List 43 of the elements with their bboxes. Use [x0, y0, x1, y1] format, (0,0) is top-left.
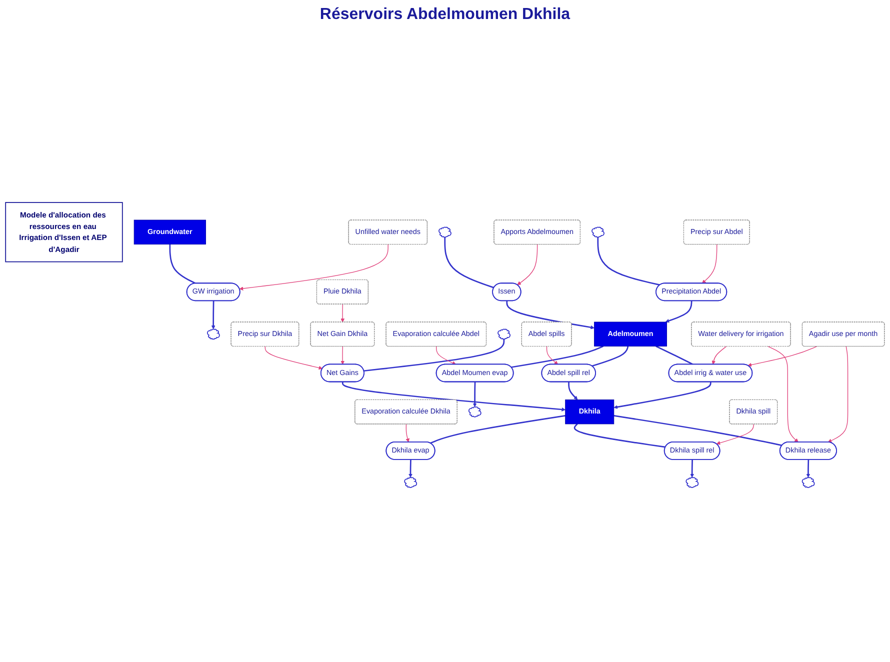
connector	[364, 339, 505, 372]
arrow	[408, 460, 412, 478]
node-cloud	[498, 328, 510, 340]
node-cloud	[686, 477, 699, 488]
arrow	[472, 382, 477, 408]
arrow	[506, 300, 594, 330]
arrow	[568, 382, 578, 400]
arrow	[716, 424, 754, 445]
connector	[574, 424, 666, 448]
connector	[597, 237, 660, 286]
node-cloud	[206, 328, 220, 340]
arrow	[517, 244, 538, 286]
connector	[444, 237, 494, 288]
arrow	[712, 346, 727, 365]
arrow	[340, 346, 345, 365]
arrow	[702, 244, 718, 284]
arrow	[546, 346, 558, 365]
connector	[592, 346, 629, 367]
connector	[430, 414, 566, 444]
connector	[614, 415, 782, 446]
arrow	[748, 346, 818, 367]
arrow	[211, 300, 216, 330]
node-cloud	[592, 226, 604, 238]
arrow	[690, 460, 694, 478]
arrow	[436, 346, 456, 365]
arrow	[768, 346, 798, 442]
node-cloud	[438, 226, 452, 238]
arrow	[264, 346, 323, 370]
diagram-title: Réservoirs Abdelmoumen Dkhila	[320, 6, 570, 24]
arrow	[342, 382, 566, 412]
arrow	[340, 304, 345, 322]
arrow	[665, 300, 692, 323]
connector	[169, 244, 196, 284]
arrow	[614, 382, 712, 409]
node-cloud	[802, 477, 815, 488]
node-cloud	[404, 477, 418, 488]
connector	[511, 346, 604, 368]
arrow	[239, 244, 388, 290]
arrow	[406, 424, 410, 442]
connector	[656, 346, 694, 366]
node-cloud	[468, 406, 482, 418]
arrow	[806, 460, 810, 478]
arrow	[828, 346, 848, 442]
